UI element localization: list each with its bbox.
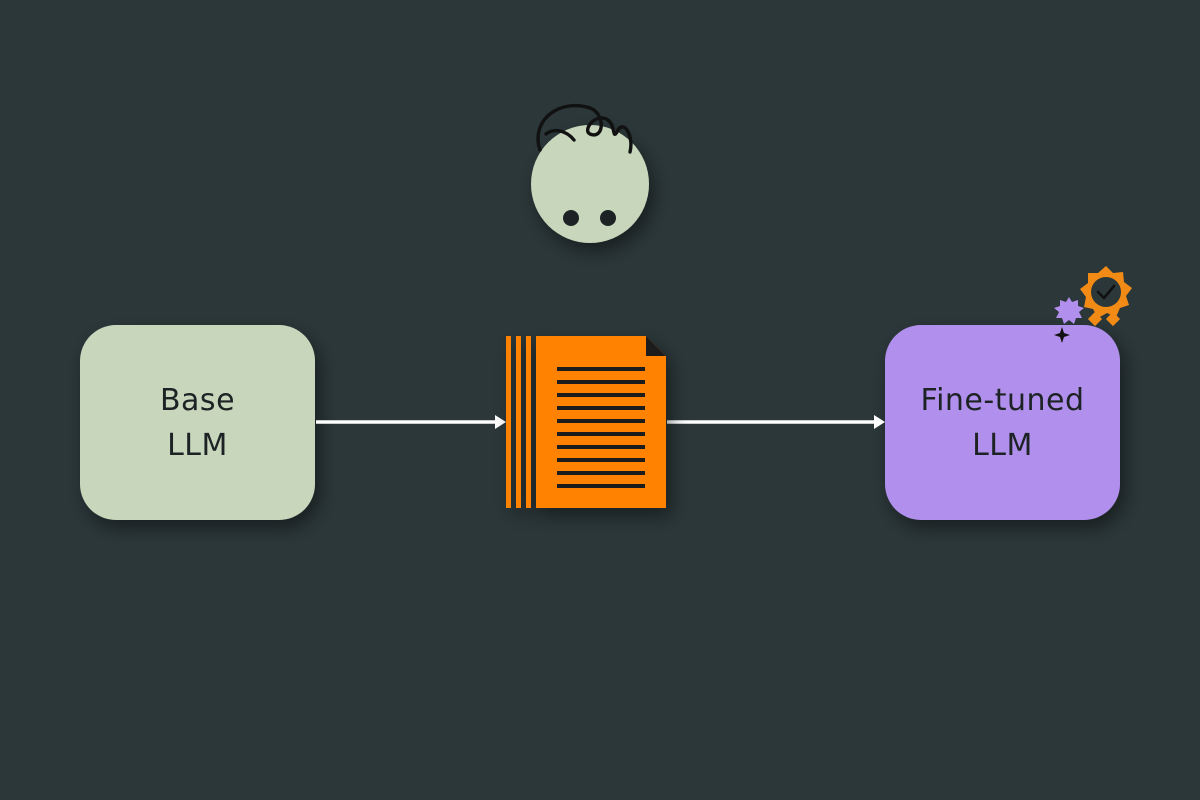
sparkle-gear	[1054, 297, 1084, 324]
user-hair-scribble	[536, 103, 633, 154]
arrow-dataset-to-fine-tuned	[667, 415, 885, 429]
fine-tuned-llm-label-line1: Fine-tuned	[920, 382, 1085, 418]
badge-ribbon-left	[1087, 311, 1103, 327]
fine-tuned-llm-node	[885, 325, 1120, 520]
document-folded-corner	[646, 336, 666, 356]
certified-badge-icon	[1080, 266, 1132, 327]
fine-tuned-llm-label-line2: LLM	[972, 427, 1033, 463]
base-llm-label: Base LLM	[80, 325, 315, 520]
user-head-icon	[531, 103, 649, 243]
base-llm-node	[80, 325, 315, 520]
document-stripe	[506, 336, 511, 508]
dataset-document-icon	[506, 336, 666, 508]
sparkle-icon	[1054, 297, 1084, 343]
user-head-shape	[531, 125, 649, 243]
badge-ribbon-right	[1105, 311, 1121, 327]
badge-inner-circle	[1091, 277, 1121, 307]
document-text-lines	[557, 367, 645, 488]
base-llm-label-line1: Base	[159, 382, 236, 418]
document-stripe	[526, 336, 531, 508]
user-left-eye	[563, 210, 579, 226]
check-icon	[1096, 284, 1116, 300]
fine-tuned-llm-label: Fine-tuned LLM	[885, 325, 1120, 520]
sparkle-star	[1054, 327, 1070, 343]
user-right-eye	[600, 210, 616, 226]
document-stripe	[516, 336, 521, 508]
arrow-base-to-dataset	[316, 415, 506, 429]
base-llm-label-line2: LLM	[167, 427, 228, 463]
